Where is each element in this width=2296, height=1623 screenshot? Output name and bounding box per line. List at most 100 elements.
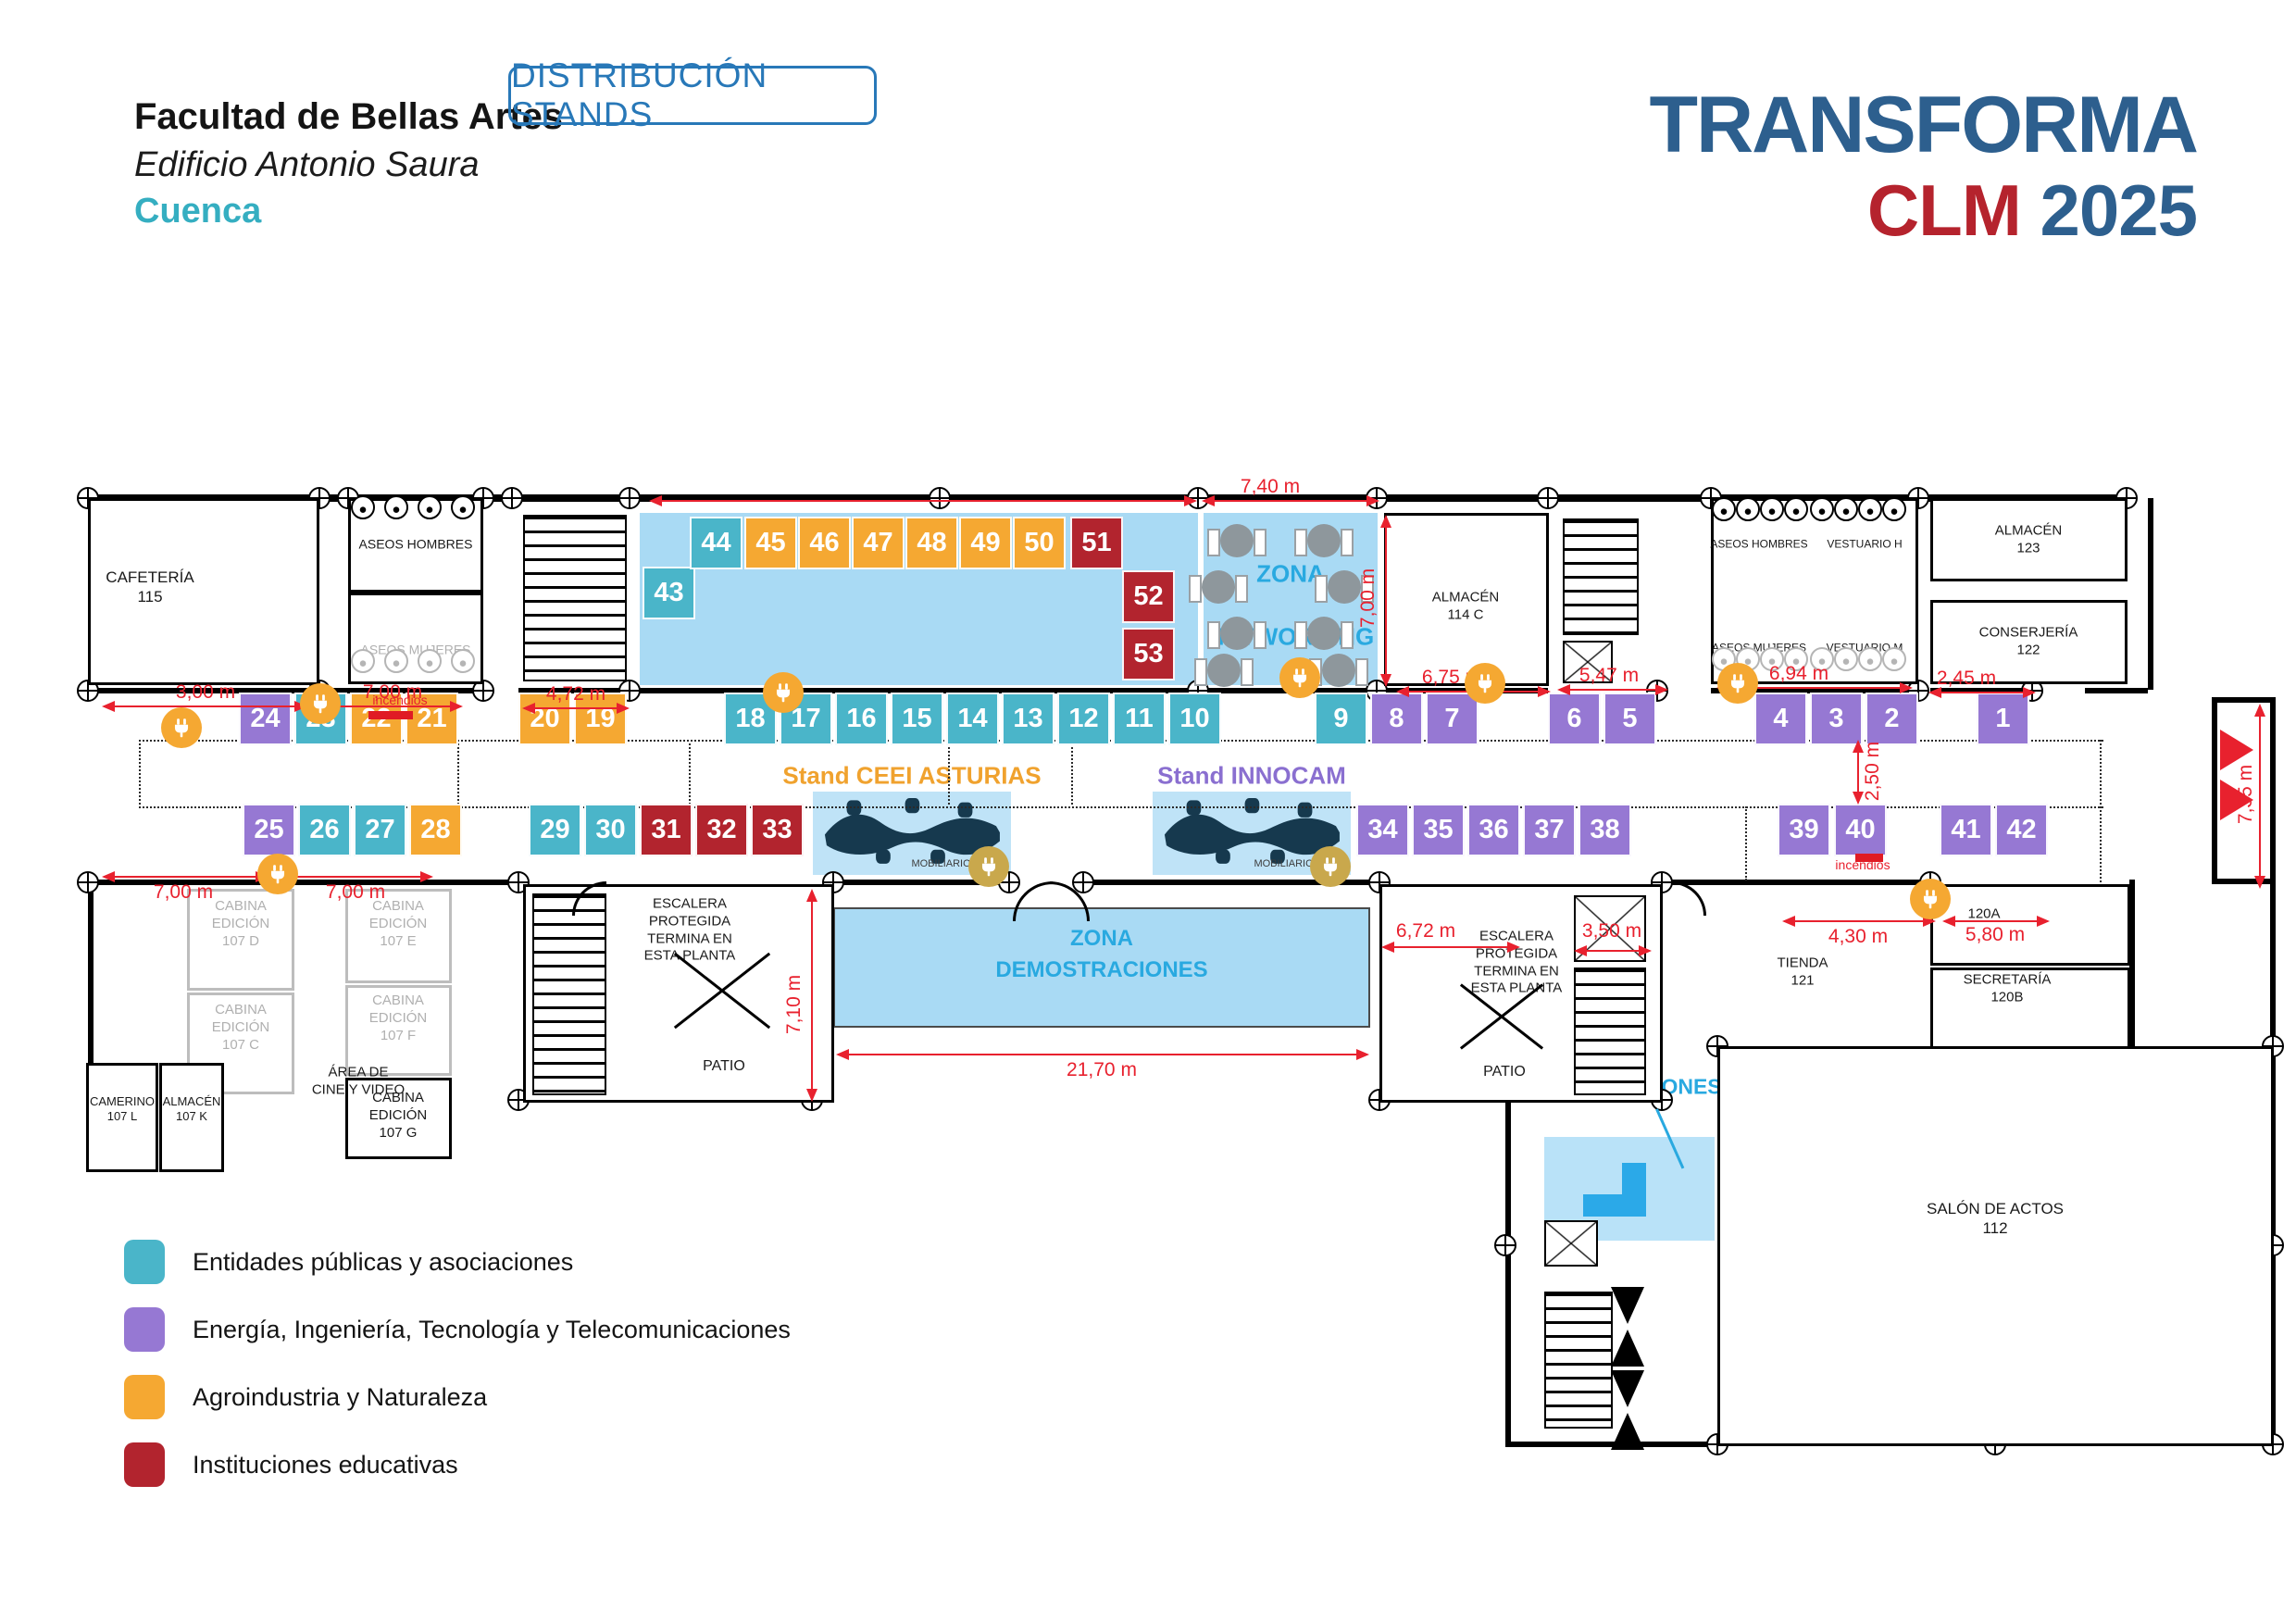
room-label: ASEOS HOMBRES xyxy=(358,536,473,552)
toilet-sink-icon xyxy=(1834,647,1858,671)
incendios-label: incendios xyxy=(372,693,428,707)
stand-39: 39 xyxy=(1778,804,1830,856)
stairs-icon xyxy=(1563,518,1639,635)
toilet-sink-icon xyxy=(351,495,375,519)
networking-table-icon xyxy=(1194,654,1254,687)
wall-node-icon xyxy=(77,871,99,893)
room-cafeteria xyxy=(88,498,319,685)
measure-label: 6,72 m xyxy=(1395,920,1456,942)
measure-label: 4,72 m xyxy=(545,683,606,705)
legend-label: Entidades públicas y asociaciones xyxy=(193,1247,574,1276)
stand-32: 32 xyxy=(695,804,748,856)
door-swing-icon xyxy=(1611,1287,1644,1367)
measure-label: 6,94 m xyxy=(1768,663,1829,684)
wall-segment xyxy=(2212,697,2273,703)
transforma-clm-logo: TRANSFORMA CLM 2025 xyxy=(1649,81,2199,246)
stand-41: 41 xyxy=(1940,804,1992,856)
networking-table-icon xyxy=(1315,570,1374,604)
wall-segment xyxy=(1711,688,1918,693)
zone-demostraciones xyxy=(833,907,1370,1028)
elevator-icon xyxy=(1574,895,1646,962)
city-name: Cuenca xyxy=(134,191,262,231)
stand-38: 38 xyxy=(1578,804,1631,856)
corridor-dashed-line xyxy=(1745,806,1747,880)
corridor-dashed-line xyxy=(948,743,950,805)
measure-arrow xyxy=(1557,684,1668,695)
stand-44: 44 xyxy=(690,517,742,569)
wall-node-icon xyxy=(1072,871,1094,893)
toilet-sink-icon xyxy=(1810,647,1834,671)
toilet-sink-icon xyxy=(1810,497,1834,521)
measure-label: 7,35 m xyxy=(2235,764,2256,825)
toilet-sink-icon xyxy=(351,649,375,673)
toilet-sink-icon xyxy=(1760,497,1784,521)
wall-segment xyxy=(1083,880,1381,885)
toilet-sink-icon xyxy=(1712,497,1736,521)
toilet-sink-icon xyxy=(1736,497,1760,521)
wall-segment xyxy=(2212,697,2217,884)
stand-42: 42 xyxy=(1995,804,2048,856)
room-label: ASEOS MUJERES xyxy=(1711,641,1807,655)
toilet-sink-icon xyxy=(1882,497,1906,521)
wall-node-icon xyxy=(929,487,951,509)
measure-arrow xyxy=(1574,945,1652,956)
stand-40: 40 xyxy=(1834,804,1887,856)
patio-cross-mark xyxy=(1450,968,1554,1066)
measure-arrow xyxy=(102,701,307,712)
wall-segment xyxy=(518,688,1548,693)
legend-item-agro: Agroindustria y Naturaleza xyxy=(124,1374,791,1420)
stand-52: 52 xyxy=(1122,570,1175,623)
legend-swatch-educativas xyxy=(124,1442,165,1487)
legend-swatch-publicas xyxy=(124,1240,165,1284)
wall-segment xyxy=(833,880,1011,885)
category-legend: Entidades públicas y asociaciones Energí… xyxy=(124,1239,791,1509)
stand-35: 35 xyxy=(1412,804,1465,856)
wall-segment xyxy=(2085,688,2148,693)
legend-item-publicas: Entidades públicas y asociaciones xyxy=(124,1239,791,1285)
measure-label: 7,00 m xyxy=(362,681,423,703)
wall-segment xyxy=(2212,879,2273,884)
incendios-bar xyxy=(368,711,413,719)
room-sala-120a xyxy=(1930,884,2130,966)
faculty-name: Facultad de Bellas Artes xyxy=(134,96,564,137)
stand-53: 53 xyxy=(1122,628,1175,680)
stand-26: 26 xyxy=(298,804,351,856)
stand-49: 49 xyxy=(959,517,1012,569)
toilet-sink-icon xyxy=(418,649,442,673)
patio-cross-mark xyxy=(662,933,782,1048)
stand-17: 17 xyxy=(780,693,832,745)
incendios-bar xyxy=(1855,854,1883,862)
legend-label: Energía, Ingeniería, Tecnología y Teleco… xyxy=(193,1315,791,1343)
legend-label: Instituciones educativas xyxy=(193,1450,458,1479)
logo-word: TRANSFORMA xyxy=(1649,81,2199,169)
title-banner-text: DISTRIBUCIÓN STANDS xyxy=(511,56,768,133)
zone-demostraciones-label: ZONA xyxy=(1070,926,1133,951)
room-almacen-107k xyxy=(159,1063,224,1172)
toilet-sink-icon xyxy=(384,495,408,519)
corridor-dashed-line xyxy=(2100,740,2102,886)
measure-arrow xyxy=(1853,740,1864,805)
wall-segment xyxy=(88,688,493,693)
entrance-arrow-icon xyxy=(2220,780,2253,820)
room-cabina-107d xyxy=(187,889,294,991)
measure-label: 5,80 m xyxy=(1965,924,2026,945)
measure-label: 2,45 m xyxy=(1936,668,1997,689)
legend-item-energia: Energía, Ingeniería, Tecnología y Teleco… xyxy=(124,1306,791,1353)
measure-arrow xyxy=(102,871,268,882)
room-label: PATIO xyxy=(703,1058,745,1074)
power-plug-icon xyxy=(1717,663,1758,704)
stand-28: 28 xyxy=(409,804,462,856)
stand-14: 14 xyxy=(946,693,999,745)
room-secretaria-120b xyxy=(1930,968,2130,1049)
room-conserjeria-122 xyxy=(1930,600,2128,684)
measure-label: 7,00 m xyxy=(1357,568,1379,629)
measure-arrow xyxy=(278,871,433,882)
measure-arrow xyxy=(1202,495,1379,506)
measure-label: 5,47 m xyxy=(1578,665,1640,686)
power-plug-icon xyxy=(161,707,202,748)
networking-table-icon xyxy=(1294,524,1354,557)
measure-arrow xyxy=(1381,942,1520,953)
